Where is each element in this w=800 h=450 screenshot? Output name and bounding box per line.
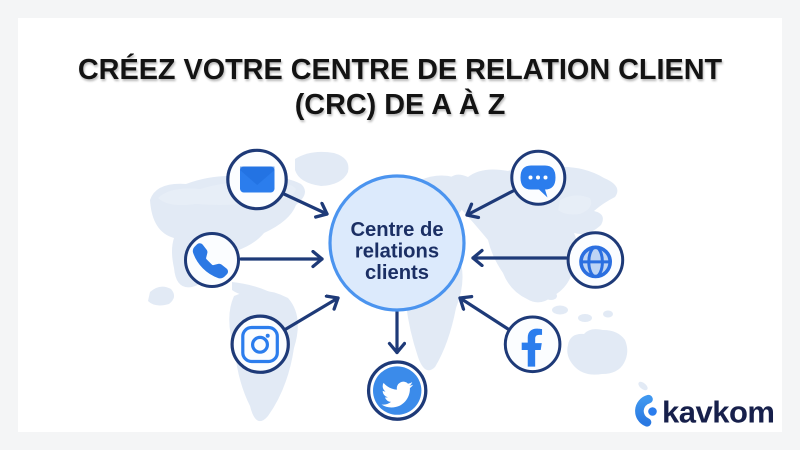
svg-text:relations: relations [355,241,439,263]
svg-text:kavkom: kavkom [662,395,774,430]
svg-text:clients: clients [365,262,429,284]
svg-text:Centre de: Centre de [350,219,443,241]
